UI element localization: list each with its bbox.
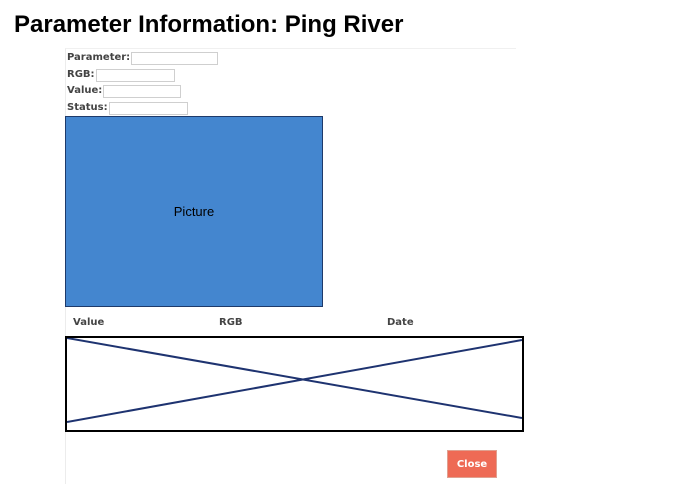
close-button[interactable]: Close bbox=[447, 450, 497, 478]
parameter-label: Parameter: bbox=[67, 52, 131, 63]
status-label: Status: bbox=[67, 102, 108, 113]
parameter-row: Parameter: bbox=[67, 51, 219, 65]
rgb-label: RGB: bbox=[67, 69, 95, 80]
picture-label: Picture bbox=[173, 204, 215, 219]
rgb-row: RGB: bbox=[67, 68, 175, 82]
value-row: Value: bbox=[67, 84, 182, 98]
column-header-date: Date bbox=[387, 317, 414, 328]
column-header-value: Value bbox=[73, 317, 105, 328]
history-table-placeholder bbox=[65, 336, 524, 432]
picture-placeholder: Picture bbox=[65, 116, 323, 307]
column-header-rgb: RGB bbox=[219, 317, 243, 328]
status-row: Status: bbox=[67, 101, 188, 115]
placeholder-cross-icon bbox=[67, 338, 522, 423]
value-field[interactable] bbox=[103, 84, 182, 98]
rgb-field[interactable] bbox=[95, 68, 175, 82]
status-field[interactable] bbox=[108, 101, 188, 115]
page-title: Parameter Information: Ping River bbox=[14, 11, 404, 38]
parameter-field[interactable] bbox=[131, 51, 219, 65]
value-label: Value: bbox=[67, 85, 103, 96]
